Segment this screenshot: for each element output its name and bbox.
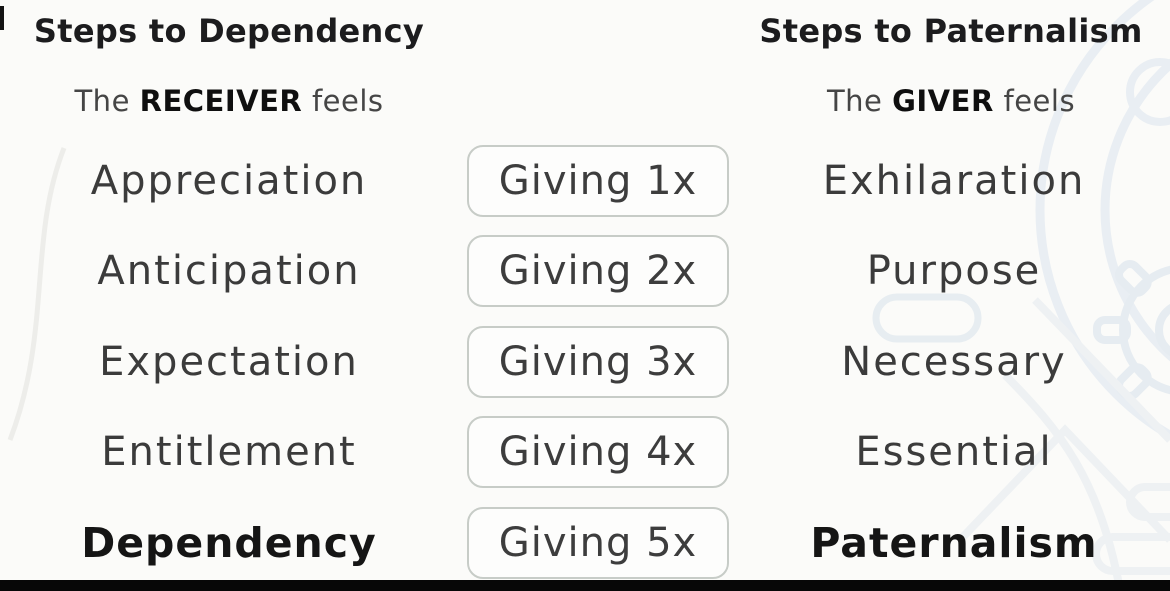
bottom-divider-bar <box>0 580 1170 591</box>
receiver-feeling-label: Anticipation <box>97 248 361 294</box>
giving-step-box: Giving 5x <box>467 507 729 579</box>
giver-subtitle-actor: GIVER <box>892 84 994 118</box>
giving-step-box: Giving 4x <box>467 416 729 488</box>
giving-step-box: Giving 3x <box>467 326 729 398</box>
giver-feeling-label: Purpose <box>866 248 1042 294</box>
corner-crop-mark <box>0 6 4 30</box>
step-row: Appreciation Giving 1x Exhilaration <box>0 143 1170 219</box>
giver-subtitle: The GIVER feels <box>732 84 1170 118</box>
giving-step-box: Giving 2x <box>467 235 729 307</box>
giving-step-box: Giving 1x <box>467 145 729 217</box>
receiver-feeling-label: Entitlement <box>101 429 357 475</box>
receiver-subtitle-prefix: The <box>74 84 130 118</box>
step-row: Anticipation Giving 2x Purpose <box>0 233 1170 309</box>
receiver-subtitle-suffix: feels <box>311 84 384 118</box>
giver-feeling-label: Exhilaration <box>822 158 1086 204</box>
giver-feeling-label: Essential <box>855 429 1053 475</box>
giver-feeling-label: Paternalism <box>810 519 1098 567</box>
receiver-feeling-label: Dependency <box>81 519 377 567</box>
receiver-subtitle: The RECEIVER feels <box>0 84 458 118</box>
step-row: Dependency Giving 5x Paternalism <box>0 505 1170 581</box>
receiver-subtitle-actor: RECEIVER <box>139 84 303 118</box>
giver-subtitle-prefix: The <box>826 84 883 118</box>
step-row: Expectation Giving 3x Necessary <box>0 324 1170 400</box>
step-row: Entitlement Giving 4x Essential <box>0 414 1170 490</box>
right-title: Steps to Paternalism <box>759 12 1143 50</box>
receiver-feeling-label: Expectation <box>99 339 359 385</box>
giver-feeling-label: Necessary <box>841 339 1067 385</box>
left-title: Steps to Dependency <box>33 12 425 50</box>
giver-subtitle-suffix: feels <box>1003 84 1076 118</box>
receiver-feeling-label: Appreciation <box>90 158 368 204</box>
